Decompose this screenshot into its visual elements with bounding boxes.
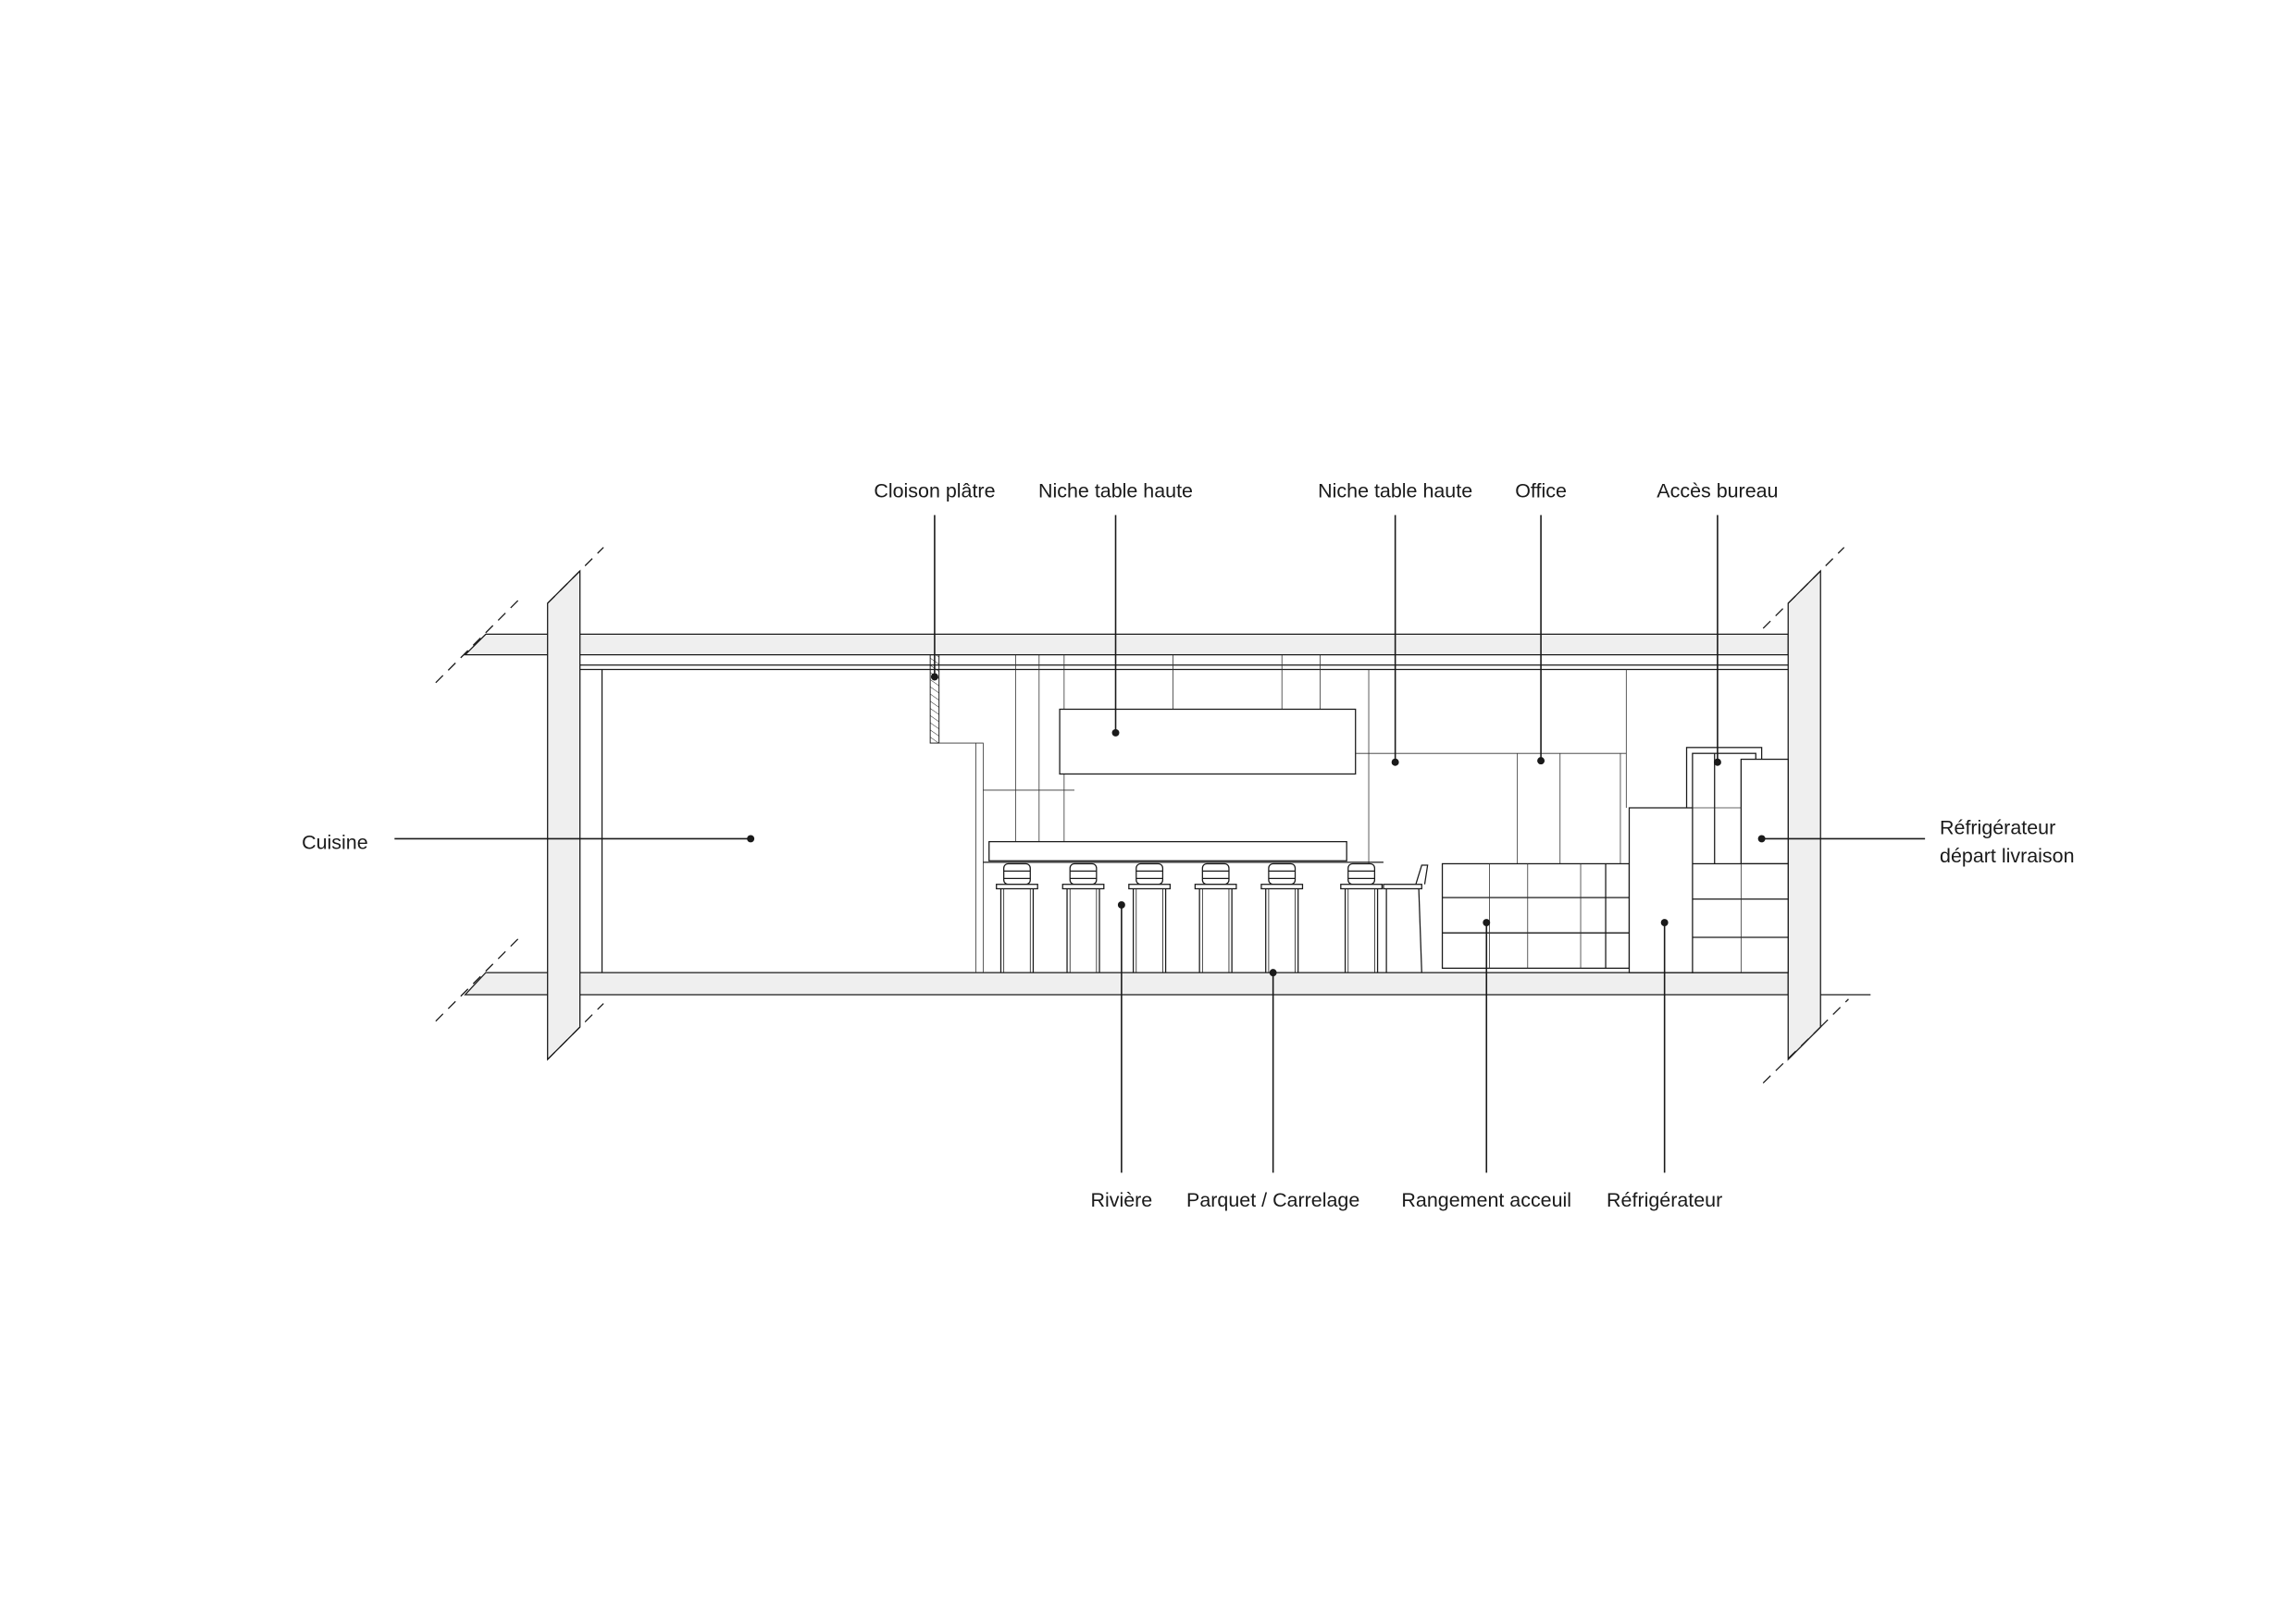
bar-stool (1260, 862, 1304, 973)
label-refrigerateur-livraison-2: départ livraison (1940, 845, 2074, 867)
counter (988, 840, 1347, 861)
bar-stool (1061, 862, 1105, 973)
left-wall (547, 569, 581, 1061)
label-riviere: Rivière (1090, 1189, 1152, 1211)
bar-stool (1340, 862, 1383, 973)
ceiling-slab (464, 633, 1789, 671)
delivery-fridge (1740, 758, 1789, 865)
bar-stool (1128, 862, 1171, 973)
fridge (1628, 807, 1694, 973)
label-cloison-platre: Cloison plâtre (874, 479, 995, 502)
bar-stool (1194, 862, 1237, 973)
label-niche-table-haute-2: Niche table haute (1318, 479, 1472, 502)
label-parquet-carrelage: Parquet / Carrelage (1186, 1189, 1359, 1211)
right-storage (1692, 862, 1789, 973)
right-wall (1787, 569, 1821, 1061)
chair (1383, 864, 1429, 973)
label-acces-bureau: Accès bureau (1657, 479, 1778, 502)
label-office: Office (1515, 479, 1567, 502)
label-niche-table-haute-1: Niche table haute (1038, 479, 1193, 502)
label-refrigerateur-livraison-1: Réfrigérateur (1940, 817, 2055, 839)
label-cuisine: Cuisine (302, 832, 368, 854)
break-lines (435, 547, 1849, 1084)
label-refrigerateur: Réfrigérateur (1607, 1189, 1722, 1211)
label-rangement-acceuil: Rangement acceuil (1401, 1189, 1571, 1211)
leaders (394, 514, 1926, 1173)
high-table-niche (1059, 708, 1357, 775)
bar-stool (996, 862, 1038, 973)
floor-slab (464, 972, 1871, 996)
reception-storage (1441, 862, 1631, 969)
interior-elements (601, 654, 1789, 973)
